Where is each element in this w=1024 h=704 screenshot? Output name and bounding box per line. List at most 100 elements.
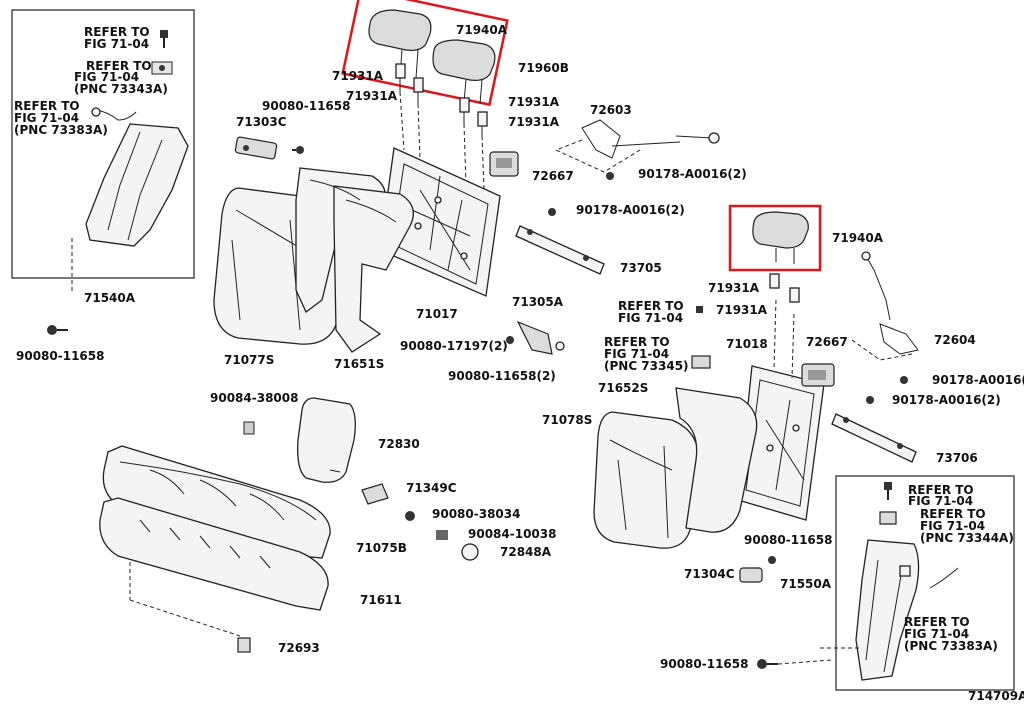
seat-cushion-71075b[interactable]: [102, 445, 331, 559]
label-72667-right[interactable]: 72667: [806, 335, 848, 349]
bolt-90178-4: [866, 396, 874, 404]
label-71077s[interactable]: 71077S: [224, 353, 274, 367]
ref-tl3-refer: REFER TO: [14, 99, 80, 113]
screw-90080-11658-c: [768, 556, 776, 564]
label-90080-11658-b[interactable]: 90080-11658: [262, 99, 350, 113]
label-90084-10038[interactable]: 90084-10038: [468, 527, 556, 541]
highlight-headrest-right: [728, 204, 822, 272]
label-72667-top[interactable]: 72667: [532, 169, 574, 183]
ref-mid2-pnc: (PNC 73345): [604, 359, 689, 373]
label-72848a[interactable]: 72848A: [500, 545, 552, 559]
diagram-id: 714709A: [968, 689, 1024, 703]
side-bolster-left[interactable]: [85, 123, 189, 247]
label-90178-3[interactable]: 90178-A0016(2): [932, 373, 1024, 387]
side-bolster-71651s[interactable]: [295, 167, 414, 353]
label-72603[interactable]: 72603: [590, 103, 632, 117]
clip-72693[interactable]: [237, 637, 251, 653]
label-71960b[interactable]: 71960B: [518, 61, 569, 75]
left-inset-frame: [11, 9, 195, 279]
latch-assembly-72603[interactable]: [554, 119, 720, 173]
label-90084-38008[interactable]: 90084-38008: [210, 391, 298, 405]
label-71652s[interactable]: 71652S: [598, 381, 648, 395]
lock-71304c[interactable]: [739, 567, 763, 583]
label-71931a-6[interactable]: 71931A: [716, 303, 768, 317]
bracket-71349c[interactable]: [361, 483, 389, 505]
label-71611[interactable]: 71611: [360, 593, 402, 607]
ref-mid2-refer: REFER TO: [604, 335, 670, 349]
ref-br2-refer: REFER TO: [920, 507, 986, 521]
label-71075b[interactable]: 71075B: [356, 541, 407, 555]
label-73706[interactable]: 73706: [936, 451, 978, 465]
label-71349c[interactable]: 71349C: [406, 481, 457, 495]
armrest-72830[interactable]: [297, 397, 356, 483]
hinge-73706[interactable]: [831, 413, 917, 463]
label-71304c[interactable]: 71304C: [684, 567, 735, 581]
cap-72848a[interactable]: [461, 543, 479, 561]
seat-pad-71611[interactable]: [99, 497, 329, 611]
label-71305a[interactable]: 71305A: [512, 295, 564, 309]
guide-71931a-2[interactable]: [413, 77, 424, 104]
lock-72667-right[interactable]: [801, 363, 835, 387]
label-71931a-3[interactable]: 71931A: [508, 95, 560, 109]
screw-90080-11658-d: [757, 659, 778, 669]
bolster-screw: [47, 325, 68, 335]
label-90080-11658-d[interactable]: 90080-11658: [660, 657, 748, 671]
label-90080-11658-2[interactable]: 90080-11658(2): [448, 369, 556, 383]
ref-br-fig: FIG 71-04: [908, 494, 973, 508]
label-71550a[interactable]: 71550A: [780, 577, 832, 591]
label-90178-4[interactable]: 90178-A0016(2): [892, 393, 1001, 407]
stopper-90084-38008: [243, 421, 255, 435]
side-bolster-right[interactable]: [855, 539, 920, 681]
label-71931a-2[interactable]: 71931A: [346, 89, 398, 103]
label-71940a-right[interactable]: 71940A: [832, 231, 884, 245]
label-71303c[interactable]: 71303C: [236, 115, 287, 129]
guide-71931a-5[interactable]: [769, 273, 780, 289]
bolt-90178-3: [900, 376, 908, 384]
label-71017[interactable]: 71017: [416, 307, 458, 321]
side-bolster-71652s[interactable]: [675, 387, 758, 533]
label-72830[interactable]: 72830: [378, 437, 420, 451]
label-71018[interactable]: 71018: [726, 337, 768, 351]
label-90178-1[interactable]: 90178-A0016(2): [638, 167, 747, 181]
label-90080-17197[interactable]: 90080-17197(2): [400, 339, 508, 353]
bolster-wire-right: [929, 567, 959, 589]
bolster-fastener-top: [160, 30, 168, 48]
label-73705[interactable]: 73705: [620, 261, 662, 275]
label-71940a-top[interactable]: 71940A: [456, 23, 508, 37]
label-72604[interactable]: 72604: [934, 333, 976, 347]
guide-71931a-3[interactable]: [459, 97, 470, 124]
label-71931a-5[interactable]: 71931A: [708, 281, 760, 295]
ref-br3-pnc: (PNC 73383A): [904, 639, 998, 653]
bracket-71305a[interactable]: [516, 320, 565, 355]
ref-tl3-pnc: (PNC 73383A): [14, 123, 108, 137]
label-71931a-1[interactable]: 71931A: [332, 69, 384, 83]
seatback-cushion-71078s[interactable]: [593, 411, 699, 549]
label-71540a[interactable]: 71540A: [84, 291, 136, 305]
clip-73344a: [879, 511, 897, 525]
label-90080-11658-a[interactable]: 90080-11658: [16, 349, 104, 363]
guide-71931a-6[interactable]: [789, 287, 800, 303]
label-90080-38034[interactable]: 90080-38034: [432, 507, 520, 521]
latch-assembly-72604[interactable]: [851, 251, 919, 361]
label-90178-2[interactable]: 90178-A0016(2): [576, 203, 685, 217]
lock-72667-top[interactable]: [489, 151, 519, 177]
guide-71931a-4[interactable]: [477, 111, 488, 136]
ref-br-refer: REFER TO: [908, 483, 974, 497]
headrest-71940a-right[interactable]: [752, 211, 809, 264]
fastener-mid: [696, 306, 703, 313]
ref-tl3-fig: FIG 71-04: [14, 111, 79, 125]
label-71931a-4[interactable]: 71931A: [508, 115, 560, 129]
label-71651s[interactable]: 71651S: [334, 357, 384, 371]
label-71078s[interactable]: 71078S: [542, 413, 592, 427]
ref-br2-fig: FIG 71-04: [920, 519, 985, 533]
screw-90080-38034: [405, 511, 415, 521]
label-90080-11658-c[interactable]: 90080-11658: [744, 533, 832, 547]
label-72693[interactable]: 72693: [278, 641, 320, 655]
ref-mid-refer: REFER TO: [618, 299, 684, 313]
bolster-clip-73343a: [151, 61, 173, 75]
hinge-73705[interactable]: [515, 225, 605, 275]
lock-71303c[interactable]: [234, 136, 278, 160]
bolt-90178-2: [548, 208, 556, 216]
guide-71931a-1[interactable]: [395, 63, 406, 92]
ref-tl-fig: FIG 71-04: [84, 37, 149, 51]
